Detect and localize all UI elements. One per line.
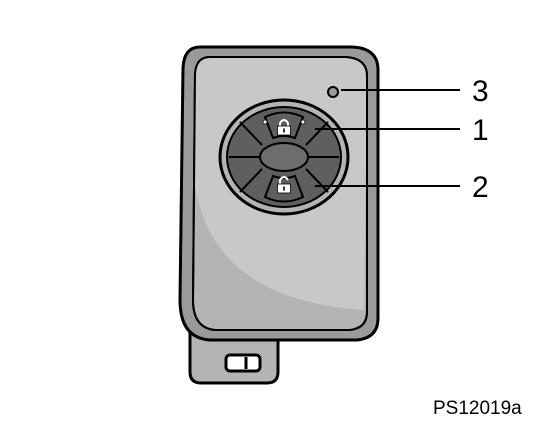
lock-indicator-dot <box>300 119 306 125</box>
unlock-button <box>263 174 305 203</box>
callout-number-1: 1 <box>472 114 489 147</box>
lock-button <box>262 111 306 140</box>
lock-icon <box>277 119 291 136</box>
callout-number-2: 2 <box>472 171 489 204</box>
button-dividers <box>229 121 339 193</box>
button-panel <box>218 98 350 216</box>
unlock-icon <box>277 176 291 194</box>
indicator-light <box>327 86 339 98</box>
callout-number-3: 3 <box>472 75 489 108</box>
figure-code: PS12019a <box>433 398 522 419</box>
key-ring-slot <box>224 353 262 373</box>
lock-indicator-dot <box>262 119 268 125</box>
center-oval <box>259 142 309 172</box>
callout-lines <box>315 89 460 187</box>
